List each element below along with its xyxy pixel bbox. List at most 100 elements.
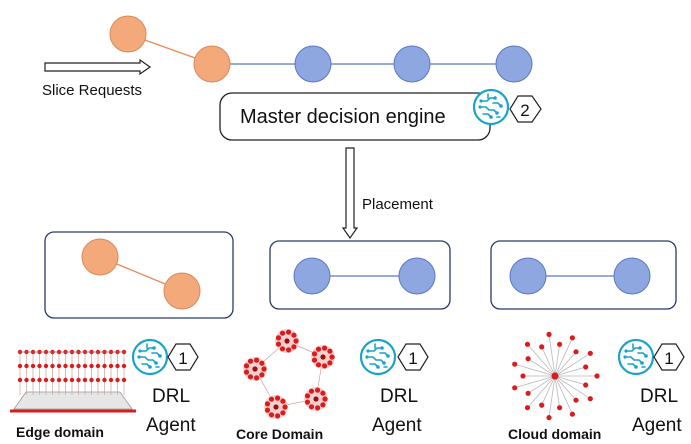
network-dot bbox=[268, 412, 275, 418]
cloud-agent-badge: 1 bbox=[664, 349, 673, 368]
star-spoke bbox=[554, 337, 573, 377]
network-dot bbox=[264, 407, 271, 413]
core-agent-badge: 1 bbox=[408, 349, 417, 368]
network-dot bbox=[320, 402, 326, 408]
network-dot bbox=[268, 396, 275, 402]
network-dot bbox=[291, 344, 297, 350]
network-dot bbox=[322, 363, 328, 369]
network-dot bbox=[102, 377, 107, 383]
network-dot bbox=[37, 377, 42, 383]
vnf-node bbox=[163, 272, 201, 310]
network-dot bbox=[520, 373, 526, 379]
network-dot bbox=[539, 344, 545, 350]
network-dot bbox=[557, 341, 563, 347]
network-dot bbox=[82, 377, 88, 383]
vnf-node bbox=[193, 45, 231, 83]
network-dot bbox=[50, 363, 55, 369]
network-dot bbox=[573, 349, 579, 355]
network-dot bbox=[322, 345, 328, 351]
network-dot bbox=[24, 377, 29, 383]
star-spoke bbox=[548, 375, 556, 418]
star-network-icon bbox=[512, 331, 600, 421]
network-dot bbox=[17, 363, 23, 369]
network-dot bbox=[291, 332, 297, 338]
network-dot bbox=[95, 363, 101, 369]
star-spoke bbox=[554, 375, 586, 386]
core-placement-box bbox=[269, 240, 451, 310]
star-spoke bbox=[514, 363, 556, 377]
network-dot bbox=[286, 347, 292, 353]
network-dot bbox=[121, 377, 127, 383]
network-dot bbox=[275, 335, 282, 341]
ai-chip-icon bbox=[131, 338, 169, 376]
network-dot bbox=[583, 364, 589, 370]
star-spoke bbox=[527, 375, 556, 408]
network-dot bbox=[30, 377, 36, 383]
network-dot bbox=[280, 410, 286, 416]
network-dot bbox=[275, 413, 281, 419]
network-dot bbox=[282, 404, 288, 410]
slice-requests-arrow bbox=[44, 58, 152, 76]
edge-placement-box bbox=[44, 231, 234, 319]
core-agent-line2: Agent bbox=[372, 415, 422, 436]
substrate-node bbox=[509, 257, 547, 295]
network-dot bbox=[308, 404, 315, 410]
star-spoke bbox=[554, 375, 577, 401]
network-dot bbox=[525, 390, 531, 396]
network-dot bbox=[311, 357, 318, 363]
network-dot bbox=[587, 396, 593, 402]
cloud-placement-box bbox=[490, 240, 677, 310]
network-dot bbox=[76, 377, 81, 383]
network-dot bbox=[315, 405, 321, 411]
star-spoke bbox=[527, 358, 556, 377]
star-hub bbox=[551, 372, 559, 380]
network-dot bbox=[569, 335, 576, 341]
network-dot bbox=[82, 363, 88, 369]
network-dot bbox=[24, 363, 29, 369]
engine-label: Master decision engine bbox=[240, 106, 446, 128]
network-dot bbox=[524, 405, 531, 411]
substrate-node bbox=[293, 257, 331, 295]
placement-label: Placement bbox=[362, 196, 434, 213]
network-dot bbox=[524, 341, 531, 347]
network-dot bbox=[525, 356, 531, 362]
network-dot bbox=[259, 360, 265, 366]
network-dot bbox=[539, 402, 545, 408]
edge-domain-label: Edge domain bbox=[16, 424, 104, 440]
network-dot bbox=[569, 411, 576, 417]
substrate-node bbox=[393, 45, 431, 83]
network-dot bbox=[261, 366, 267, 372]
network-dot bbox=[63, 363, 68, 369]
network-dot bbox=[546, 415, 552, 421]
network-dot bbox=[95, 377, 101, 383]
network-dot bbox=[327, 360, 333, 366]
network-dot bbox=[280, 398, 286, 404]
network-dot bbox=[252, 366, 258, 372]
ai-chip-icon bbox=[359, 338, 397, 376]
network-dot bbox=[259, 372, 265, 378]
star-spoke bbox=[554, 375, 591, 400]
network-dot bbox=[594, 373, 600, 379]
ai-chip-icon bbox=[472, 88, 510, 126]
network-dot bbox=[275, 341, 282, 347]
network-dot bbox=[313, 396, 319, 402]
network-dot bbox=[254, 375, 260, 381]
engine-badge: 2 bbox=[520, 101, 529, 120]
star-spoke bbox=[548, 334, 556, 377]
core-agent-line1: DRL bbox=[380, 386, 418, 407]
network-dot bbox=[254, 357, 260, 363]
network-dot bbox=[293, 338, 299, 344]
network-dot bbox=[304, 399, 311, 405]
network-dot bbox=[557, 405, 563, 411]
star-spoke bbox=[541, 375, 556, 406]
network-dot bbox=[320, 354, 326, 360]
master-decision-engine: Master decision engine 2 bbox=[219, 88, 542, 141]
cloud-agent-line1: DRL bbox=[640, 386, 678, 407]
network-dot bbox=[315, 346, 322, 352]
star-spoke bbox=[554, 344, 560, 377]
cluster-network-icon bbox=[243, 329, 335, 419]
network-dot bbox=[115, 363, 120, 369]
star-spoke bbox=[527, 344, 556, 377]
network-dot bbox=[512, 385, 518, 391]
network-dot bbox=[30, 363, 36, 369]
